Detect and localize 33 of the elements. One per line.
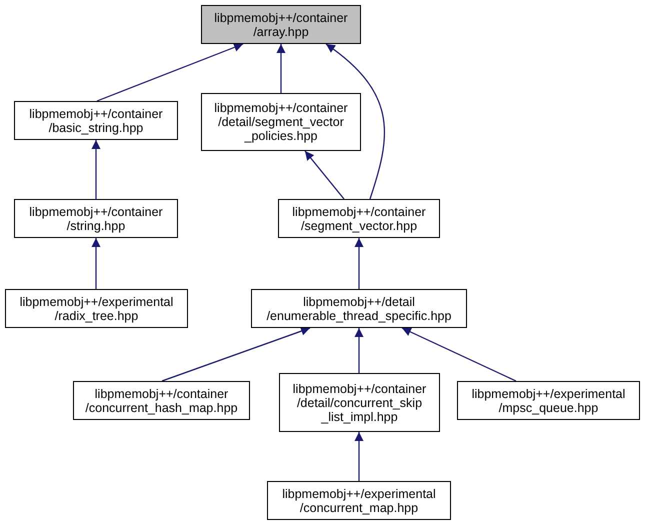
- file-box: [201, 93, 361, 151]
- arrow: [162, 326, 310, 382]
- file-path: libpmemobj++/container /string.hpp: [29, 204, 163, 232]
- file-box: [73, 381, 250, 420]
- file-box: [457, 381, 640, 420]
- file-box: [251, 289, 467, 328]
- arrow: [354, 328, 364, 373]
- arrow: [92, 238, 100, 289]
- arrow: [326, 44, 385, 200]
- arrow: [96, 43, 244, 102]
- file-path: libpmemobj++/container /basic_string.hpp: [29, 106, 163, 134]
- file-path: libpmemobj++/experimental /mpsc_queue.hpp: [472, 386, 626, 414]
- arrow: [402, 327, 516, 382]
- file-path: libpmemobj++/experimental /radix_tree.hpp: [20, 294, 174, 322]
- arrow: [92, 140, 100, 199]
- arrow: [276, 44, 286, 93]
- file-box: [279, 373, 440, 432]
- arrow: [354, 238, 364, 289]
- arrow: [354, 432, 364, 481]
- file-box: [14, 199, 178, 238]
- file-path: libpmemobj++/container /concurrent_hash_map.hpp: [85, 386, 238, 414]
- file-box: [201, 5, 361, 44]
- file-path: libpmemobj++/container /detail/concurrent_skip _list_impl.hpp: [292, 382, 426, 424]
- file-path: libpmemobj++/experimental /concurrent_map.hpp: [282, 486, 436, 514]
- file-path: libpmemobj++/container /segment_vector.hpp: [292, 204, 426, 232]
- file-box: [278, 199, 440, 238]
- file-box: [14, 101, 178, 140]
- file-box: [5, 289, 188, 328]
- arrow: [304, 150, 344, 200]
- file-box: [267, 481, 451, 520]
- file-path: libpmemobj++/detail /enumerable_thread_specific.hpp: [266, 294, 452, 322]
- file-path: libpmemobj++/container /detail/segment_vector _policies.hpp: [214, 101, 348, 143]
- file-path: libpmemobj++/container /array.hpp: [214, 10, 348, 38]
